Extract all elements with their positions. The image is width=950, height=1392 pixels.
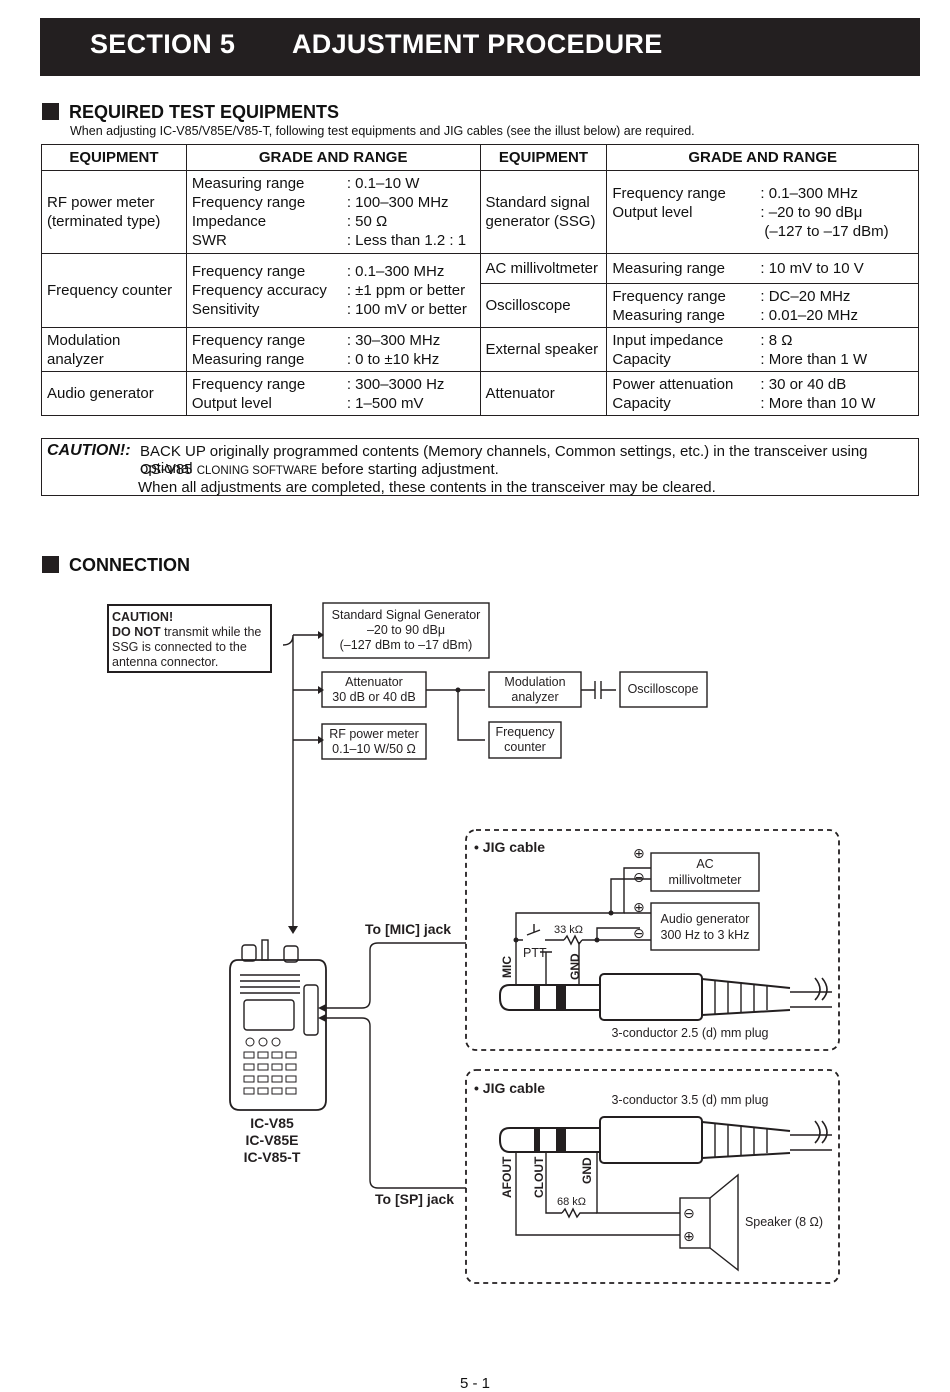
section-header-bar: SECTION 5 ADJUSTMENT PROCEDURE bbox=[40, 18, 920, 76]
section-number: SECTION 5 bbox=[90, 29, 236, 59]
rf-l1: RF power meter bbox=[329, 727, 419, 741]
mic-jack-label: To [MIC] jack bbox=[365, 921, 451, 937]
gnd-pin-label: GND bbox=[568, 953, 582, 980]
jig1-label: • JIG cable bbox=[474, 839, 545, 855]
att-l1: Attenuator bbox=[345, 675, 403, 689]
acm-l2: millivoltmeter bbox=[669, 873, 742, 887]
radio-l1: IC-V85 bbox=[250, 1115, 294, 1131]
rf-meter-grade: Measuring range: 0.1–10 W Frequency rang… bbox=[185, 170, 481, 254]
minus-icon: ⊖ bbox=[633, 925, 645, 941]
fc-l1: Frequency bbox=[495, 725, 555, 739]
acm-name: AC millivoltmeter bbox=[479, 253, 608, 284]
connection-heading-text: CONNECTION bbox=[69, 555, 190, 575]
plug25-label: 3-conductor 2.5 (d) mm plug bbox=[611, 1026, 768, 1040]
att-name: Attenuator bbox=[479, 371, 608, 416]
aud-l2: 300 Hz to 3 kHz bbox=[661, 928, 750, 942]
caution-label: CAUTION!: bbox=[47, 442, 131, 459]
diag-caution-l2: SSG is connected to the bbox=[112, 640, 247, 654]
ptt-label: PTT bbox=[523, 946, 547, 960]
att-l2: 30 dB or 40 dB bbox=[332, 690, 415, 704]
caution-line1: BACK UP originally programmed contents (… bbox=[140, 443, 868, 477]
equipment-table: EQUIPMENT GRADE AND RANGE EQUIPMENT GRAD… bbox=[41, 144, 919, 416]
spk-grade: Input impedance: 8 Ω Capacity: More than… bbox=[606, 327, 919, 372]
gnd2-pin-label: GND bbox=[580, 1157, 594, 1184]
mod-name: Modulation analyzer bbox=[41, 327, 187, 372]
required-heading: REQUIRED TEST EQUIPMENTS bbox=[42, 102, 339, 123]
ssg-l2: –20 to 90 dBμ bbox=[367, 623, 445, 637]
jig-cable-box-1 bbox=[465, 829, 840, 1051]
mic-pin-label: MIC bbox=[500, 956, 514, 978]
required-heading-text: REQUIRED TEST EQUIPMENTS bbox=[69, 102, 340, 122]
audio-gen-box bbox=[650, 902, 760, 951]
ssg-l1: Standard Signal Generator bbox=[332, 608, 481, 622]
col-equipment-2: EQUIPMENT bbox=[479, 144, 608, 171]
section-title: ADJUSTMENT PROCEDURE bbox=[292, 29, 663, 59]
connection-heading: CONNECTION bbox=[42, 555, 190, 576]
acm-box bbox=[650, 852, 760, 892]
diag-caution-l3: antenna connector. bbox=[112, 655, 218, 669]
freq-counter-box bbox=[488, 721, 562, 759]
plus-icon: ⊕ bbox=[683, 1228, 695, 1244]
r68-label: 68 kΩ bbox=[557, 1196, 586, 1208]
page-number: 5 - 1 bbox=[459, 1375, 490, 1392]
mod-l2: analyzer bbox=[511, 690, 558, 704]
caution-line3: When all adjustments are completed, thes… bbox=[138, 479, 716, 496]
rf-l2: 0.1–10 W/50 Ω bbox=[332, 742, 416, 756]
minus-icon: ⊖ bbox=[633, 869, 645, 885]
aud-grade: Frequency range: 300–3000 Hz Output leve… bbox=[185, 371, 481, 416]
diagram-caution-box bbox=[107, 604, 272, 673]
aud-l1: Audio generator bbox=[661, 912, 750, 926]
ssg-l3: (–127 dBm to –17 dBm) bbox=[340, 638, 473, 652]
bullet-square-icon bbox=[42, 556, 59, 573]
sp-jack-label: To [SP] jack bbox=[375, 1191, 454, 1207]
spk-name: External speaker bbox=[479, 327, 608, 372]
caution-line2: CS-V85 CLONING SOFTWARE before starting … bbox=[140, 461, 499, 478]
col-grade-2: GRADE AND RANGE bbox=[606, 144, 919, 171]
osc-label: Oscilloscope bbox=[628, 682, 699, 696]
mod-l1: Modulation bbox=[504, 675, 565, 689]
bullet-square-icon bbox=[42, 103, 59, 120]
oscilloscope-box bbox=[619, 671, 708, 708]
jig2-label: • JIG cable bbox=[474, 1080, 545, 1096]
plus-icon: ⊕ bbox=[633, 845, 645, 861]
diag-caution-title: CAUTION! bbox=[112, 610, 173, 624]
clout-pin-label: CLOUT bbox=[532, 1156, 546, 1198]
acm-l1: AC bbox=[696, 857, 713, 871]
ssg-box bbox=[322, 602, 490, 659]
rf-meter-box bbox=[321, 723, 427, 760]
col-grade-1: GRADE AND RANGE bbox=[185, 144, 481, 171]
osc-grade: Frequency range: DC–20 MHz Measuring ran… bbox=[606, 283, 919, 328]
mod-grade: Frequency range: 30–300 MHz Measuring ra… bbox=[185, 327, 481, 372]
ssg-grade: Frequency range: 0.1–300 MHz Output leve… bbox=[606, 170, 919, 254]
diag-caution-l1: DO NOT transmit while the bbox=[112, 625, 261, 639]
minus-icon: ⊖ bbox=[683, 1205, 695, 1221]
osc-name: Oscilloscope bbox=[479, 283, 608, 328]
plus-icon: ⊕ bbox=[633, 899, 645, 915]
caution-box: CAUTION!: BACK UP originally programmed … bbox=[41, 438, 919, 496]
speaker-label: Speaker (8 Ω) bbox=[745, 1215, 823, 1229]
att-grade: Power attenuation: 30 or 40 dB Capacity:… bbox=[606, 371, 919, 416]
fc-l2: counter bbox=[504, 740, 546, 754]
radio-l3: IC-V85-T bbox=[244, 1149, 301, 1165]
fc-grade: Frequency range: 0.1–300 MHz Frequency a… bbox=[185, 253, 481, 328]
radio-l2: IC-V85E bbox=[246, 1132, 299, 1148]
plug35-label: 3-conductor 3.5 (d) mm plug bbox=[611, 1093, 768, 1107]
r33-label: 33 kΩ bbox=[554, 924, 583, 936]
required-intro: When adjusting IC-V85/V85E/V85-T, follow… bbox=[70, 124, 695, 138]
afout-pin-label: AFOUT bbox=[500, 1156, 514, 1198]
